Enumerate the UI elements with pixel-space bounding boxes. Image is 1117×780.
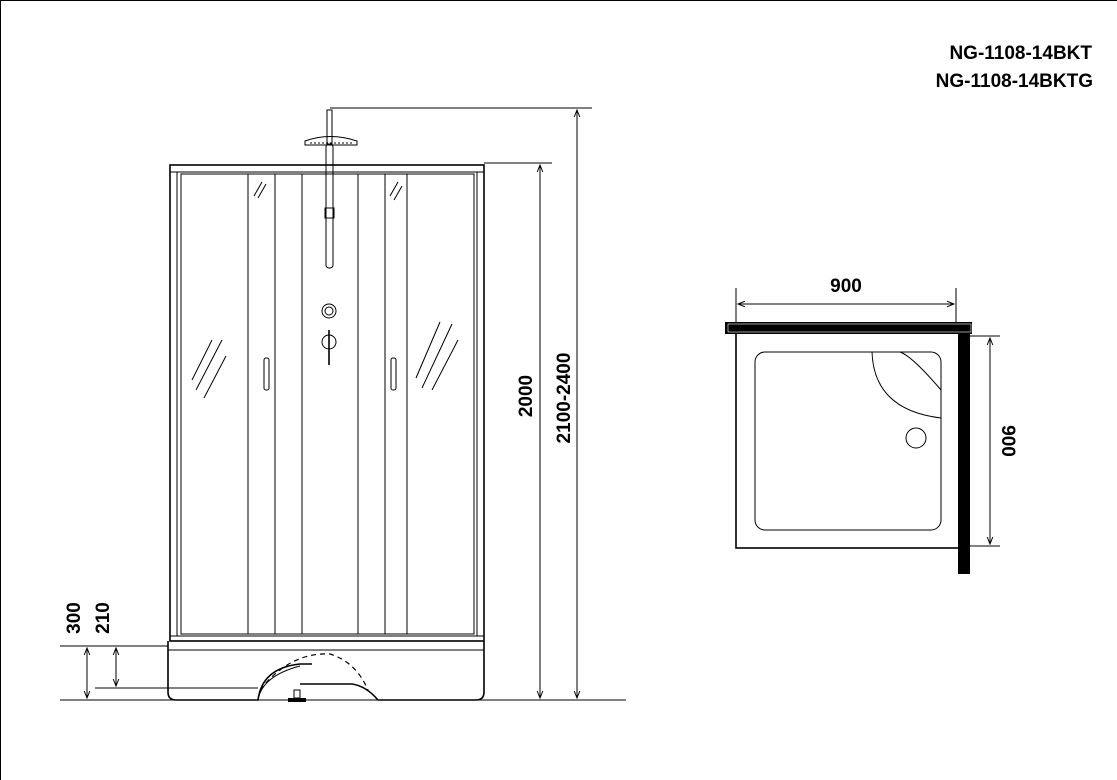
right-fixed-panel [406, 173, 475, 635]
tray-basin [754, 351, 942, 531]
shower-column [325, 143, 334, 269]
back-wall [301, 173, 359, 635]
dim-label-2100-2400: 2100-2400 [554, 353, 575, 444]
dim-label-210: 210 [93, 602, 114, 634]
model-label-1: NG-1108-14BKT [949, 43, 1092, 64]
back-wall-right [958, 334, 970, 574]
shower-head [304, 109, 358, 146]
left-door-panel [247, 173, 276, 635]
corner-seat [871, 351, 942, 419]
tray-leg [293, 689, 301, 699]
back-wall-top [725, 322, 972, 334]
dim-label-width: 900 [830, 276, 862, 297]
dim-label-2000: 2000 [516, 375, 537, 417]
left-fixed-panel [180, 173, 249, 635]
diverter-knob [321, 303, 337, 319]
extension-lines [60, 107, 626, 701]
left-door-handle [263, 357, 270, 391]
top-view [725, 322, 972, 574]
glass-reflection-right [415, 321, 459, 391]
front-view [167, 109, 485, 702]
tray-outline [735, 329, 962, 549]
dim-label-300: 300 [64, 602, 85, 634]
dim-label-depth: 900 [997, 425, 1018, 457]
glass-reflection-left [191, 339, 227, 399]
model-label-2: NG-1108-14BKTG [935, 71, 1093, 92]
tray-hidden-line [259, 653, 369, 691]
right-door-handle [390, 357, 397, 391]
drain [905, 427, 927, 449]
cabin-frame [169, 164, 485, 642]
right-door-panel [384, 173, 408, 635]
